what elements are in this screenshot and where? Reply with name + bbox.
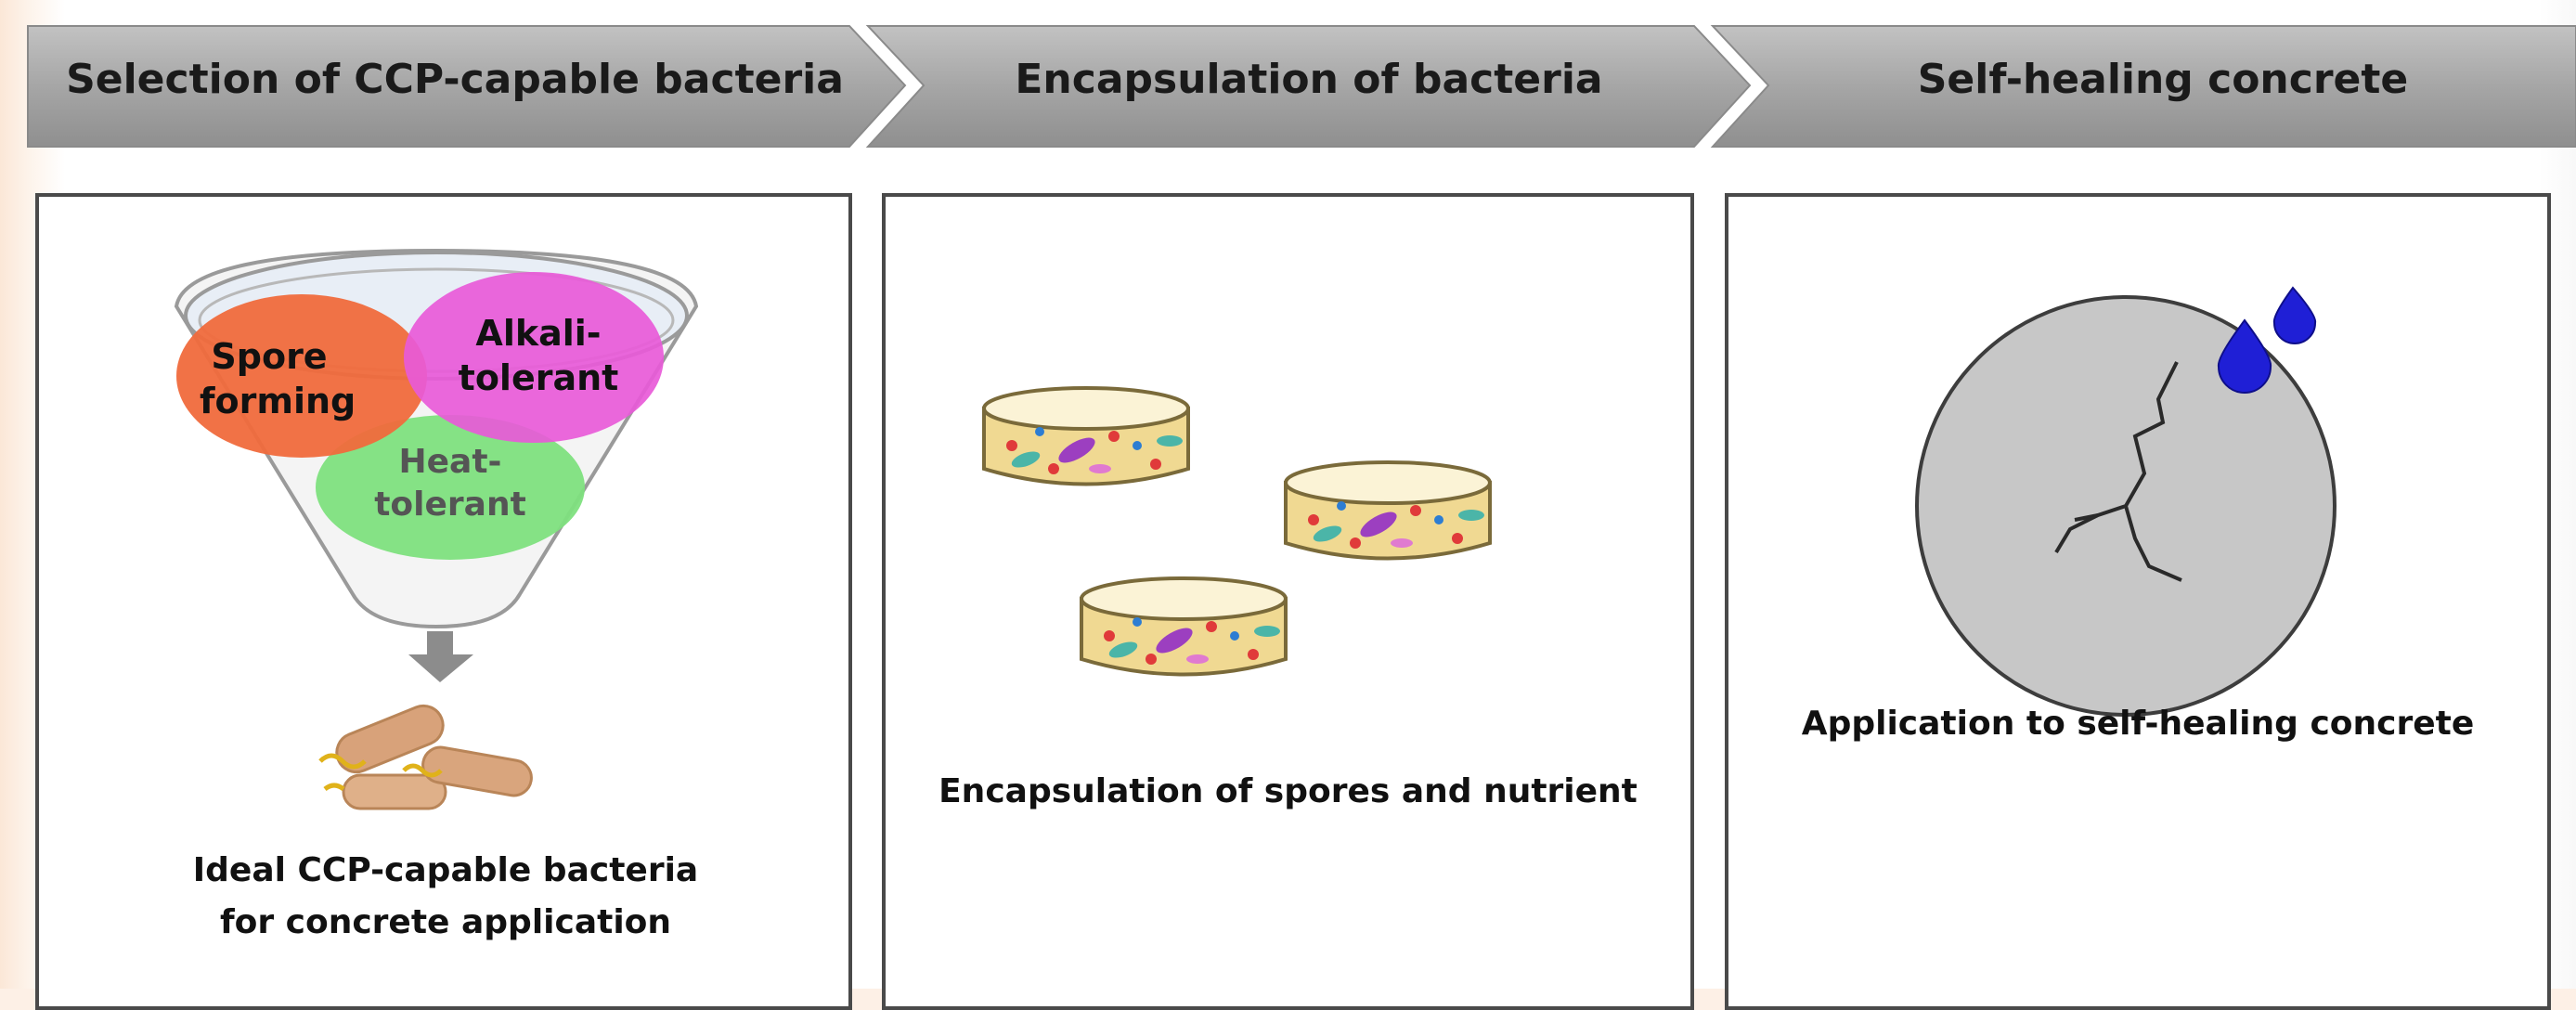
panel-3-caption: Application to self-healing concrete	[1725, 698, 2551, 750]
water-drop-icon	[2219, 288, 2315, 393]
concrete-block-icon	[1917, 297, 2335, 715]
diagram-canvas: Selection of CCP-capable bacteria Encaps…	[0, 0, 2576, 989]
concrete-illustration	[0, 0, 2576, 989]
